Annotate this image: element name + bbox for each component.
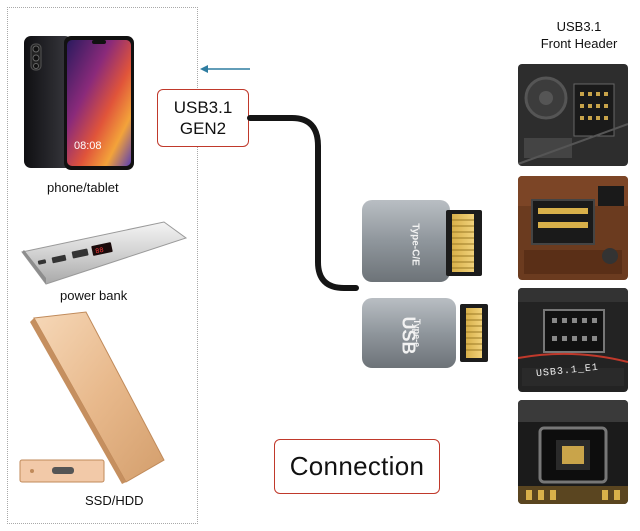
type-e-adapter-bottom xyxy=(362,298,488,368)
motherboard-photo-2 xyxy=(518,176,628,280)
cable-spec-line1: USB3.1 xyxy=(173,98,233,117)
adapter-bottom-print-large: USB xyxy=(398,316,419,355)
ssd-image xyxy=(19,311,165,484)
power-bank-caption: power bank xyxy=(60,288,128,303)
phone-caption: phone/tablet xyxy=(47,180,119,195)
front-header-title-line1: USB3.1 xyxy=(556,19,602,34)
phone-screen-time: 08:08 xyxy=(74,140,102,152)
motherboard-photo-3 xyxy=(518,288,628,392)
connection-label: Connection xyxy=(274,439,440,494)
motherboard-photo-4 xyxy=(518,400,628,504)
device-group-frame xyxy=(7,7,198,524)
cable-spec-label: USB3.1 GEN2 xyxy=(157,89,249,147)
motherboard-photo-1 xyxy=(518,64,628,166)
front-header-title-line2: Front Header xyxy=(540,36,618,51)
cable-spec-line2: GEN2 xyxy=(179,119,227,138)
phone-image xyxy=(24,36,134,170)
arrow-left-icon xyxy=(200,65,250,73)
ssd-caption: SSD/HDD xyxy=(85,493,144,508)
power-bank-image: 88 xyxy=(21,221,188,285)
type-e-adapter-top xyxy=(362,200,482,282)
adapter-top-print: Type-C/E xyxy=(409,223,421,266)
svg-text:88: 88 xyxy=(95,247,105,257)
front-header-title: USB3.1 Front Header xyxy=(520,18,638,52)
